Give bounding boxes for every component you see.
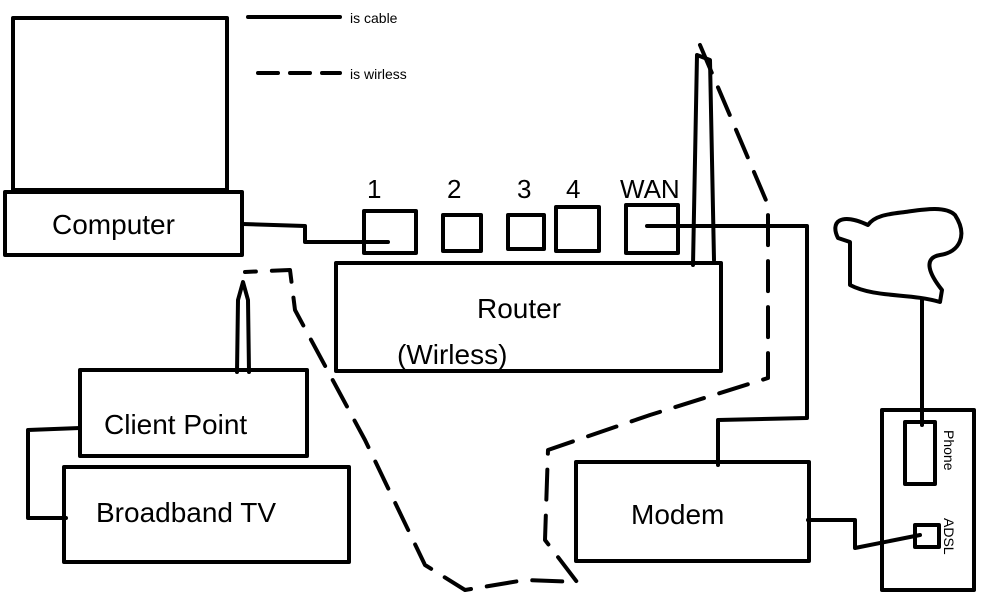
legend-wireless-label: is wirless xyxy=(350,66,407,82)
router-label: Router xyxy=(477,293,561,324)
port-3-box xyxy=(506,213,546,251)
cable-router-modem xyxy=(645,224,809,467)
client-point-antenna xyxy=(235,280,251,374)
broadband-tv-box xyxy=(62,465,351,564)
phone-jack-label: Phone xyxy=(941,430,957,471)
client-point-label: Client Point xyxy=(104,409,247,440)
wireless-link xyxy=(243,43,770,592)
port-4-box xyxy=(554,205,601,253)
modem-box xyxy=(574,460,811,563)
computer-monitor xyxy=(11,16,229,192)
legend-cable-label: is cable xyxy=(350,10,398,26)
phone-jack xyxy=(903,420,937,486)
port-label-4: 4 xyxy=(566,174,580,204)
port-wan-box xyxy=(624,203,680,255)
adsl-jack-label: ADSL xyxy=(941,518,957,555)
port-2-box xyxy=(441,213,483,253)
router-sublabel: (Wirless) xyxy=(397,339,507,370)
cable-modem-adsl xyxy=(806,518,922,550)
modem-label: Modem xyxy=(631,499,724,530)
wall-outlet-box xyxy=(880,408,976,592)
cable-client-tv xyxy=(26,426,82,520)
port-label-2: 2 xyxy=(447,174,461,204)
telephone-icon xyxy=(833,207,964,304)
cable-computer-router xyxy=(241,222,390,244)
client-point-box xyxy=(78,368,309,458)
broadband-tv-label: Broadband TV xyxy=(96,497,276,528)
port-label-3: 3 xyxy=(517,174,531,204)
router-antenna xyxy=(691,53,716,267)
port-label-wan: WAN xyxy=(620,174,680,204)
port-label-1: 1 xyxy=(367,174,381,204)
port-1-box xyxy=(362,209,418,255)
router-box xyxy=(334,261,723,373)
computer-label: Computer xyxy=(52,209,175,240)
